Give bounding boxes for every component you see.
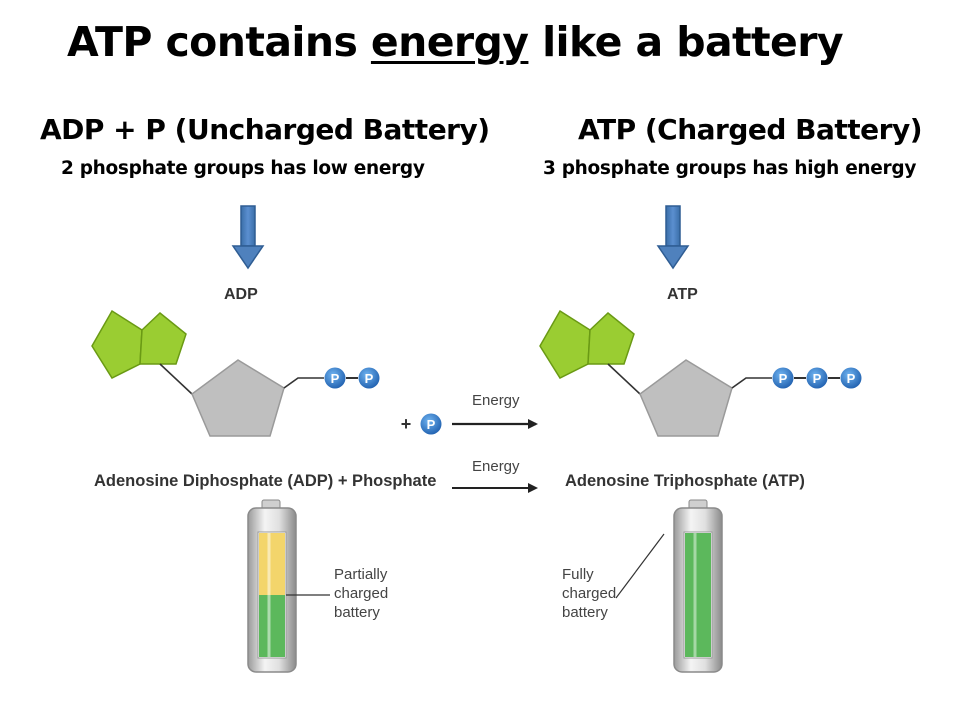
battery-label-line: charged [334, 585, 389, 602]
title-emphasis: energy [370, 18, 529, 66]
plus-sign: + [401, 414, 412, 434]
slide-title: ATP contains energy like a battery [0, 18, 910, 66]
atp-caption: Adenosine Triphosphate (ATP) [565, 472, 805, 490]
left-heading: ADP + P (Uncharged Battery) [40, 113, 490, 146]
svg-text:P: P [779, 371, 788, 386]
right-heading: ATP (Charged Battery) [578, 113, 923, 146]
right-subheading: 3 phosphate groups has high energy [543, 158, 917, 179]
left-down-arrow [231, 205, 265, 270]
adp-caption: Adenosine Diphosphate (ADP) + Phosphate [94, 472, 437, 490]
free-phosphate-label: P [427, 417, 436, 432]
svg-text:P: P [331, 371, 340, 386]
fully-charged-battery [615, 499, 723, 673]
phosphate-group: P [772, 367, 794, 389]
adp-label: ADP [224, 286, 258, 303]
partially-charged-label: Partially charged battery [334, 565, 388, 622]
right-down-arrow [656, 205, 690, 270]
battery-label-line: battery [562, 604, 608, 621]
adenine-ring-5 [587, 312, 635, 365]
adenine-ring-6 [91, 309, 143, 379]
battery-label-line: charged [562, 585, 617, 602]
adenine-ring-5 [139, 312, 187, 365]
energy-label-bottom: Energy [472, 458, 520, 475]
svg-text:P: P [813, 371, 822, 386]
fully-charged-label: Fully charged battery [562, 565, 616, 622]
left-subheading: 2 phosphate groups has low energy [61, 158, 425, 179]
atp-label: ATP [667, 286, 698, 303]
ribose-sugar [191, 359, 285, 437]
adenine-ring-6 [539, 309, 591, 379]
svg-text:P: P [847, 371, 856, 386]
energy-label-top: Energy [472, 392, 520, 409]
partially-charged-battery [247, 499, 330, 673]
ribose-sugar [639, 359, 733, 437]
title-post: like a battery [528, 18, 843, 66]
battery-label-line: Fully [562, 566, 594, 583]
battery-label-line: Partially [334, 566, 388, 583]
phosphate-group: P [324, 367, 346, 389]
battery-label-line: battery [334, 604, 380, 621]
phosphate-group: P [358, 367, 380, 389]
title-pre: ATP contains [67, 18, 371, 66]
atp-molecule: P P P [539, 309, 862, 437]
phosphate-group: P [840, 367, 862, 389]
adp-molecule: P P [91, 309, 380, 437]
phosphate-group: P [806, 367, 828, 389]
free-phosphate: + P [401, 413, 442, 435]
svg-text:P: P [365, 371, 374, 386]
